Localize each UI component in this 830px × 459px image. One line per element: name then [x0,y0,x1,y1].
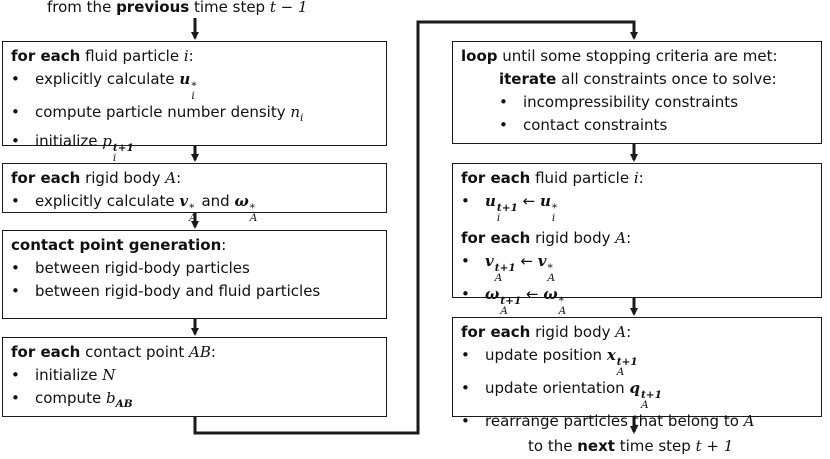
pose-item: •rearrange particles that belong to A [461,412,755,430]
bottom-caption-pre: to the [528,437,578,455]
connector-left-to-right [193,20,638,435]
box-fluid-init: for each fluid particle i: •explicitly c… [2,41,387,163]
contact-init-heading: for each contact point AB: [11,343,216,361]
top-caption-math: t − 1 [269,0,308,16]
velocity-rigid-heading: for each rigid body A: [461,229,632,247]
bottom-caption-bold: next [577,437,615,455]
pose-heading: for each rigid body A: [461,323,632,341]
box-solver-loop: loop until some stopping criteria are me… [452,41,822,144]
bottom-caption: to the next time step t + 1 [528,437,733,455]
box-contact-init: for each contact point AB: •initialize N… [2,337,387,417]
contact-gen-item: •between rigid-body and fluid particles [11,282,321,300]
solver-item: •incompressibility constraints [499,93,739,111]
bottom-caption-post: time step [614,437,696,455]
solver-loop-line: loop until some stopping criteria are me… [461,47,778,65]
contact-gen-heading: contact point generation: [11,236,227,254]
top-caption: from the previous time step t − 1 [47,0,308,16]
top-caption-pre: from the [47,0,117,16]
velocity-fluid-heading: for each fluid particle i: [461,169,644,187]
box-contact-generation: contact point generation: •between rigid… [2,230,387,319]
box-pose-update: for each rigid body A: •update position … [452,317,822,430]
solver-iterate-line: iterate all constraints once to solve: [499,70,777,88]
rigid-init-item: •explicitly calculate v*A and ω*A [11,192,258,224]
fluid-init-item: •explicitly calculate u*i [11,70,197,102]
solver-item: •contact constraints [499,116,668,134]
fluid-init-heading: for each fluid particle i: [11,47,194,65]
contact-init-item: •initialize N [11,366,116,384]
contact-init-item: •compute bAB [11,389,133,410]
box-rigid-init: for each rigid body A: •explicitly calcu… [2,163,387,223]
contact-gen-item: •between rigid-body particles [11,259,250,277]
top-caption-bold: previous [116,0,190,16]
rigid-init-heading: for each rigid body A: [11,169,182,187]
bottom-caption-math: t + 1 [695,437,734,455]
fluid-init-item: •compute particle number density ni [11,103,304,124]
top-caption-post: time step [189,0,270,16]
